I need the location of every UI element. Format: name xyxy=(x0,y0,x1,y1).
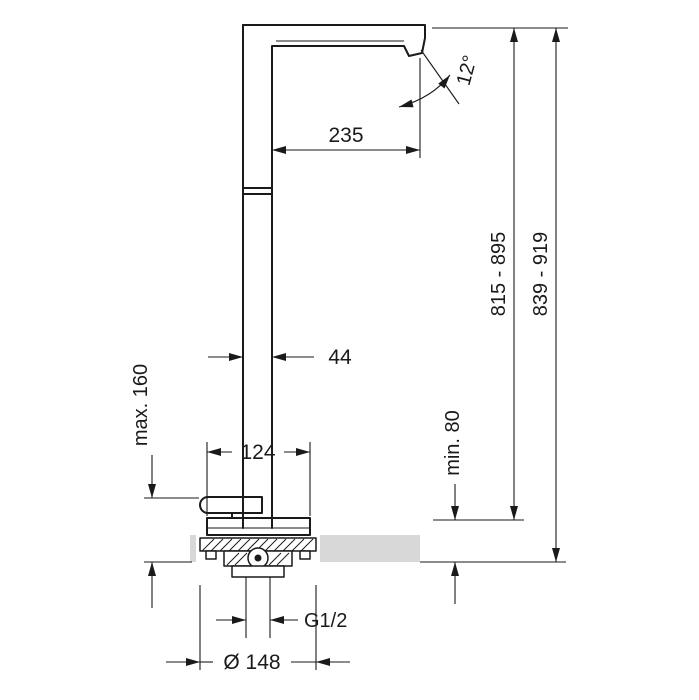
label-max-depth: max. 160 xyxy=(130,364,152,446)
handle-lever xyxy=(199,496,263,514)
right-bolt xyxy=(299,550,311,560)
label-spout-angle: 12° xyxy=(453,53,482,88)
left-bolt xyxy=(205,550,217,560)
dim-spout-reach xyxy=(272,58,421,158)
dim-heights xyxy=(420,27,568,563)
dim-thread xyxy=(216,577,298,638)
dim-max-depth xyxy=(144,455,199,608)
dim-column-width xyxy=(208,353,314,361)
dim-base-width xyxy=(206,442,311,516)
label-height-to-spout: 815 - 895 xyxy=(488,232,510,317)
faucet-body xyxy=(199,24,426,536)
label-min-depth: min. 80 xyxy=(442,410,464,476)
label-column-width: 44 xyxy=(328,346,352,369)
dim-spout-angle xyxy=(398,49,460,108)
dimension-labels: 235 12° 44 815 - 895 839 - 919 max. 160 … xyxy=(130,53,552,674)
flange-hatching xyxy=(201,538,314,552)
connection-port-center xyxy=(254,554,262,562)
rough-in-unit xyxy=(199,537,317,578)
bottom-lip xyxy=(231,565,285,578)
dimension-lines xyxy=(144,27,568,670)
label-spout-reach: 235 xyxy=(328,124,363,147)
label-thread: G1/2 xyxy=(304,610,347,632)
base-escutcheon xyxy=(206,517,311,536)
socket-hatching xyxy=(226,552,290,566)
dim-flange-diameter xyxy=(166,585,350,670)
spout-and-column-outline xyxy=(242,24,426,519)
label-flange-diameter: Ø 148 xyxy=(223,651,280,674)
label-overall-height: 839 - 919 xyxy=(530,232,552,317)
label-base-width: 124 xyxy=(240,441,275,464)
dim-min-depth xyxy=(451,484,459,604)
